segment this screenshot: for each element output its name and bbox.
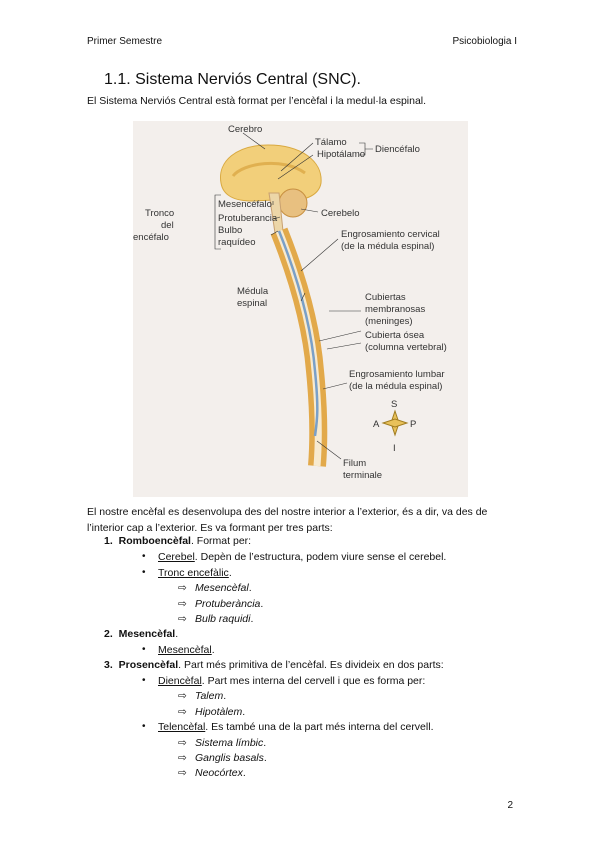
label-osea-2: (columna vertebral) <box>365 342 447 353</box>
header-left: Primer Semestre <box>87 36 163 47</box>
list-mesen-sub: Mesencèfal. <box>195 582 252 594</box>
compass-p: P <box>410 419 416 430</box>
brain-shape <box>220 144 322 202</box>
bullet-icon: • <box>142 675 146 686</box>
compass-rose-icon <box>381 409 409 437</box>
list-telen: Telencèfal. Es també una de la part més … <box>158 721 434 733</box>
body-paragraph: El nostre encèfal es desenvolupa des del… <box>87 506 488 534</box>
label-bulbo-2: raquídeo <box>218 237 256 248</box>
list-bulb: Bulb raquidi. <box>195 613 254 625</box>
label-cervical-2: (de la médula espinal) <box>341 241 434 252</box>
arrow-icon: ⇨ <box>178 690 187 702</box>
spinal-cord <box>277 230 319 437</box>
label-cubiertas-1: Cubiertas <box>365 292 406 303</box>
bullet-icon: • <box>142 551 146 562</box>
label-filum-2: terminale <box>343 470 382 481</box>
cerebellum-shape <box>278 188 308 218</box>
rombo-term: Romboencèfal <box>118 535 191 547</box>
list-item-1: 1. Romboencèfal. Format per: <box>104 535 252 547</box>
bullet-icon: • <box>142 644 146 655</box>
label-cervical-1: Engrosamiento cervical <box>341 229 440 240</box>
label-hipotalamo: Hipotálamo <box>317 149 365 160</box>
intro-text: El Sistema Nerviós Central està format p… <box>87 95 427 107</box>
label-tronco-1: Tronco <box>145 208 174 219</box>
label-mesencefalo: Mesencéfalo <box>218 199 272 210</box>
arrow-icon: ⇨ <box>178 613 187 625</box>
arrow-icon: ⇨ <box>178 598 187 610</box>
label-protuberancia: Protuberancia <box>218 213 278 224</box>
label-filum-1: Filum <box>343 458 366 469</box>
arrow-icon: ⇨ <box>178 737 187 749</box>
list-cerebel: Cerebel. Depèn de l’estructura, podem vi… <box>158 551 447 563</box>
list-ganglis: Ganglis basals. <box>195 752 267 764</box>
bullet-icon: • <box>142 567 146 578</box>
cns-figure: Cerebro Tálamo Hipotálamo Diencéfalo Tro… <box>133 121 468 497</box>
label-tronco-2: del <box>161 220 174 231</box>
list-protu: Protuberància. <box>195 598 264 610</box>
label-cerebelo: Cerebelo <box>321 208 360 219</box>
list-item-2: 2. Mesencèfal. <box>104 628 179 640</box>
label-bulbo-1: Bulbo <box>218 225 242 236</box>
bullet-icon: • <box>142 721 146 732</box>
label-talamo: Tálamo <box>315 137 347 148</box>
list-tronc: Tronc encefàlic. <box>158 567 232 579</box>
list-talem: Talem. <box>195 690 227 702</box>
section-title: 1.1. Sistema Nerviós Central (SNC). <box>104 71 361 88</box>
label-tronco-3: encéfalo <box>133 232 169 243</box>
compass-i: I <box>393 443 396 454</box>
compass-s: S <box>391 399 397 410</box>
list-hipot: Hipotàlem. <box>195 706 246 718</box>
list-limbic: Sistema límbic. <box>195 737 267 749</box>
list-mesen-b: Mesencèfal. <box>158 644 215 656</box>
label-lumbar-2: (de la médula espinal) <box>349 381 442 392</box>
label-lumbar-1: Engrosamiento lumbar <box>349 369 445 380</box>
arrow-icon: ⇨ <box>178 767 187 779</box>
list-item-3: 3. Prosencèfal. Part més primitiva de l’… <box>104 659 444 671</box>
label-medula-1: Médula <box>237 286 269 297</box>
compass-a: A <box>373 419 380 430</box>
list-neo: Neocórtex. <box>195 767 246 779</box>
arrow-icon: ⇨ <box>178 582 187 594</box>
label-cubiertas-3: (meninges) <box>365 316 413 327</box>
label-medula-2: espinal <box>237 298 267 309</box>
arrow-icon: ⇨ <box>178 706 187 718</box>
label-cerebro: Cerebro <box>228 124 262 135</box>
header-right: Psicobiologia I <box>452 36 517 47</box>
label-osea-1: Cubierta ósea <box>365 330 425 341</box>
label-diencefalo: Diencéfalo <box>375 144 420 155</box>
arrow-icon: ⇨ <box>178 752 187 764</box>
list-dien: Diencèfal. Part mes interna del cervell … <box>158 675 426 687</box>
label-cubiertas-2: membranosas <box>365 304 425 315</box>
page-number: 2 <box>507 800 513 811</box>
